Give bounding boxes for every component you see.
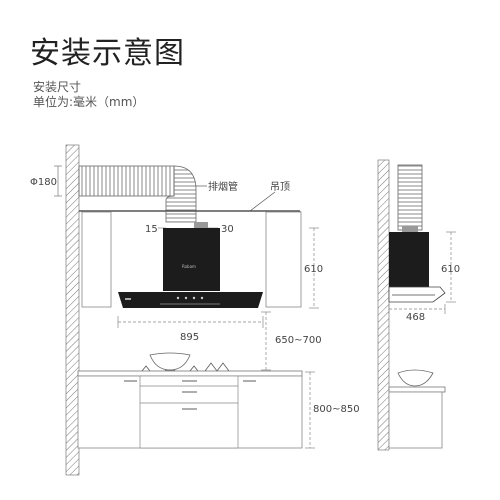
side-cabinet [388,391,443,449]
duct-diameter-label: Φ180 [30,177,57,188]
ceiling-leader [249,191,276,212]
burner-right-support [204,362,230,372]
cabinet-height-label: 800~850 [313,404,360,415]
left-wall [65,144,80,476]
hood-button-4 [200,296,204,300]
gap-left-label: 15 [145,224,158,235]
gap-right-label: 30 [221,224,234,235]
side-duct [397,164,423,231]
hood-brand: Robam [182,264,196,269]
side-wok [397,369,434,387]
hood-button-2 [184,296,188,300]
horizontal-duct [78,165,175,197]
hood-button-3 [192,296,196,300]
height-side-label: 610 [441,264,460,275]
hood-logo-mark [125,298,131,300]
page-title: 安装示意图 [30,36,185,71]
install-height-label: 650~700 [275,335,322,346]
burner-left-support [141,365,151,372]
exhaust-pipe-label: 排烟管 [208,180,238,193]
side-countertop [388,386,446,393]
ceiling-label: 吊顶 [270,181,290,193]
width-main-label: 895 [180,332,199,343]
burner-left-support-2 [189,365,199,372]
side-hood-canopy [388,286,446,303]
side-hood-body [389,232,429,287]
cabinet-middle [139,375,239,449]
depth-side-label: 468 [406,312,425,323]
countertop [77,370,303,377]
side-collar [402,226,418,232]
height-main-label: 610 [304,264,323,275]
upper-cabinet-left [81,211,112,308]
wok-pan [149,352,191,371]
hood-button-1 [176,296,180,300]
subtitle-unit: 单位为:毫米（mm） [33,95,145,109]
hood-collar [194,222,208,228]
side-wall [377,159,390,451]
hood-body [163,228,220,291]
hood-canopy [118,292,263,308]
duct-elbow [165,165,197,223]
upper-cabinet-right [265,211,302,308]
subtitle-install-size: 安装尺寸 [33,80,82,94]
